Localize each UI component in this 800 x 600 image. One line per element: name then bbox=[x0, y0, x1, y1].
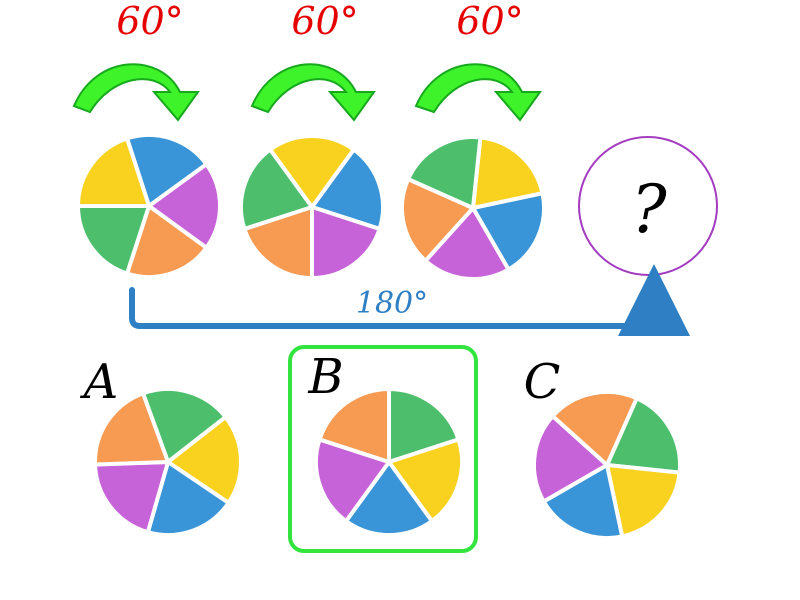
option-a-wheel bbox=[93, 387, 243, 537]
option-a-wheel-segment-5 bbox=[93, 391, 170, 467]
wheel-3-segment-1 bbox=[471, 135, 545, 210]
option-a-wheel-segment-1 bbox=[141, 387, 228, 464]
option-b-wheel-segment-5 bbox=[317, 387, 391, 464]
option-c-wheel-segment-4 bbox=[532, 414, 609, 504]
option-a-wheel-segment-2 bbox=[166, 415, 243, 505]
rotation-label-1: 60° bbox=[116, 0, 183, 43]
rotation-label-2: 60° bbox=[291, 0, 358, 43]
option-b-wheel-segment-4 bbox=[314, 437, 391, 524]
option-c-label: C bbox=[524, 354, 561, 410]
rotation-180-arrow: 180° bbox=[129, 264, 690, 336]
rotation-180-label: 180° bbox=[356, 286, 428, 321]
wheel-1 bbox=[76, 133, 222, 279]
option-c-wheel bbox=[532, 390, 682, 540]
wheel-1-segment-2 bbox=[147, 162, 222, 250]
wheel-1-segment-3 bbox=[125, 204, 209, 279]
question-mark: ? bbox=[631, 171, 667, 248]
wheel-2 bbox=[239, 134, 385, 280]
rotation-label-3: 60° bbox=[456, 0, 523, 43]
wheel-2-segment-2 bbox=[310, 205, 382, 280]
rotation-arrow-2 bbox=[250, 63, 376, 122]
wheel-3-segment-2 bbox=[471, 191, 546, 272]
wheel-2-segment-4 bbox=[239, 147, 314, 231]
question-wheel: ? bbox=[578, 136, 718, 276]
option-c-wheel-segment-5 bbox=[550, 390, 639, 467]
wheel-3-segment-3 bbox=[423, 206, 511, 281]
option-a-wheel-segment-3 bbox=[145, 460, 231, 537]
option-a-wheel-segment-4 bbox=[93, 460, 170, 535]
rotation-arrow-1 bbox=[72, 63, 200, 122]
wheel-3-segment-4 bbox=[400, 177, 475, 263]
option-c-wheel-segment-3 bbox=[541, 463, 625, 540]
option-b-wheel-segment-3 bbox=[344, 460, 434, 537]
wheel-2-segment-5 bbox=[268, 134, 356, 209]
wheel-1-segment-5 bbox=[76, 136, 151, 208]
rotation-arrow-3 bbox=[414, 63, 542, 122]
option-b-wheel-segment-2 bbox=[387, 437, 464, 524]
option-c-wheel-segment-1 bbox=[605, 396, 682, 475]
wheel-2-segment-1 bbox=[310, 147, 385, 231]
option-b-label: B bbox=[307, 349, 343, 405]
option-a-label: A bbox=[80, 354, 119, 410]
wheel-1-segment-4 bbox=[76, 204, 151, 276]
option-b-selection-frame bbox=[288, 345, 478, 553]
option-c-wheel-segment-2 bbox=[605, 463, 682, 539]
option-b-wheel bbox=[314, 387, 464, 537]
wheel-3 bbox=[400, 135, 546, 281]
wheel-3-segment-5 bbox=[406, 135, 483, 210]
wheel-1-segment-1 bbox=[125, 133, 209, 208]
